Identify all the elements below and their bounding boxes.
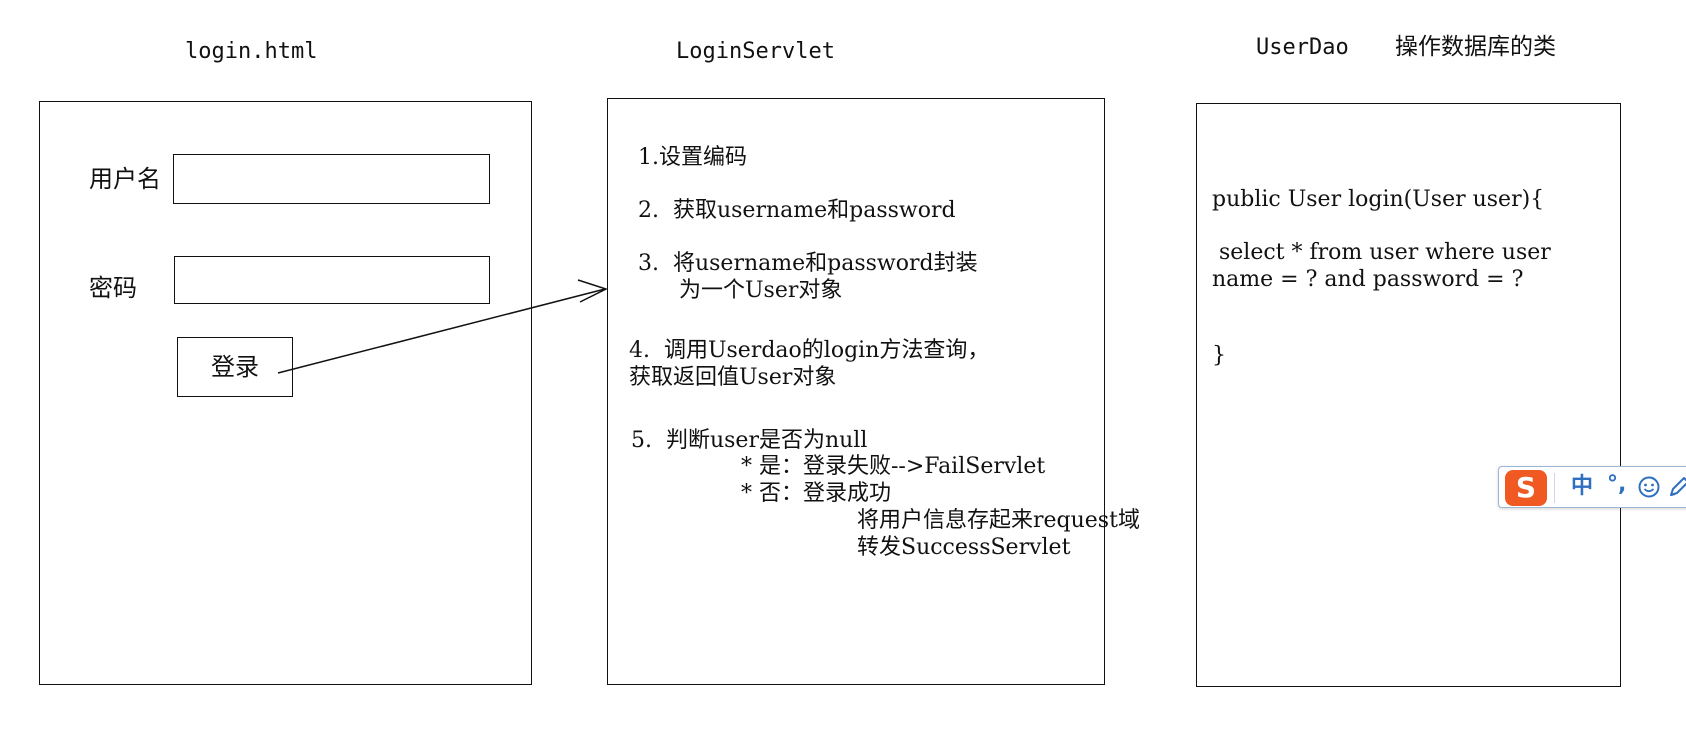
servlet-step-5-line-3: * 否：登录成功	[741, 481, 891, 506]
pen-icon[interactable]	[1667, 475, 1686, 499]
connector-line	[277, 288, 606, 374]
login-button[interactable]: 登录	[177, 337, 293, 397]
servlet-step-3-line-2: 为一个User对象	[679, 278, 843, 303]
ime-separator	[1554, 473, 1555, 503]
ime-punctuation-toggle[interactable]: °,	[1607, 472, 1627, 497]
dao-code-line-2: select * from user where user	[1212, 240, 1551, 265]
dao-code-line-1: public User login(User user){	[1212, 187, 1545, 212]
servlet-box	[607, 98, 1105, 685]
servlet-step-3-line-1: 3. 将username和password封装	[638, 251, 978, 276]
dao-code-line-4: }	[1212, 343, 1226, 368]
username-label: 用户名	[89, 165, 161, 193]
servlet-step-4-line-2: 获取返回值User对象	[629, 365, 837, 390]
servlet-step-5-line-5: 转发SuccessServlet	[857, 535, 1071, 560]
servlet-step-4-line-1: 4. 调用Userdao的login方法查询，	[629, 338, 990, 363]
servlet-step-5-line-1: 5. 判断user是否为null	[631, 428, 868, 453]
ime-toolbar[interactable]: S 中 °,	[1498, 466, 1686, 508]
servlet-step-2: 2. 获取username和password	[638, 198, 956, 223]
sogou-logo-icon[interactable]: S	[1505, 470, 1547, 506]
dao-code-line-3: name = ? and password = ?	[1212, 267, 1524, 292]
servlet-title: LoginServlet	[676, 39, 835, 64]
dao-subtitle: 操作数据库的类	[1395, 34, 1556, 60]
ime-mode-toggle[interactable]: 中	[1571, 474, 1594, 499]
password-label: 密码	[89, 274, 137, 302]
servlet-step-5-line-4: 将用户信息存起来request域	[857, 508, 1140, 533]
password-input[interactable]	[174, 256, 490, 304]
connector-arrowhead	[577, 279, 608, 303]
servlet-step-1: 1.设置编码	[638, 145, 747, 170]
dao-box	[1196, 103, 1621, 687]
username-input[interactable]	[173, 154, 490, 204]
smile-icon[interactable]	[1638, 476, 1660, 498]
dao-title: UserDao	[1256, 35, 1349, 60]
login-page-title: login.html	[185, 39, 318, 64]
servlet-step-5-line-2: * 是：登录失败-->FailServlet	[741, 454, 1046, 479]
